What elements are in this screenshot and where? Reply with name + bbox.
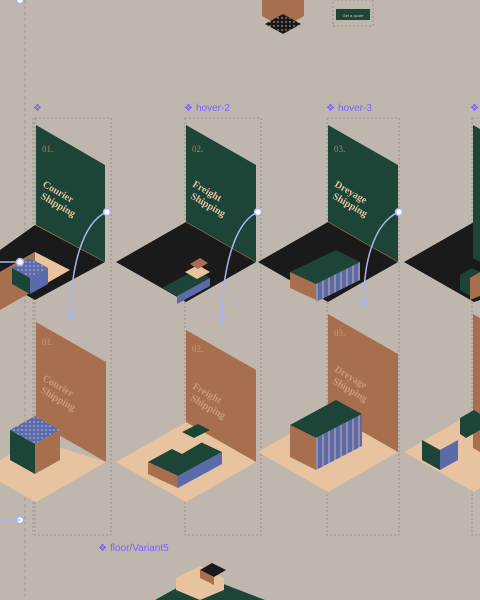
hover-1-number: 01. <box>42 144 53 154</box>
floor-variant5-label[interactable]: ❖floor/Variant5 <box>98 543 169 554</box>
hover-4-board[interactable] <box>473 125 480 262</box>
hover-2-board[interactable] <box>185 125 257 263</box>
default-3-number: 03. <box>334 328 345 338</box>
prototype-connector-nodes[interactable] <box>15 0 404 525</box>
hover-3-number: 03. <box>334 144 345 154</box>
hover-1-board[interactable] <box>35 125 106 263</box>
top-button-preview[interactable] <box>332 0 374 27</box>
hover-4-frame-label[interactable]: ❖ <box>470 103 480 114</box>
hover-3-container <box>290 250 360 302</box>
hover-4-frame[interactable] <box>471 117 480 536</box>
prototype-arrowheads <box>66 298 369 326</box>
hover-2-number: 02. <box>192 144 203 154</box>
prototype-connector-icon[interactable] <box>0 211 400 323</box>
default-1-box <box>10 416 60 474</box>
top-button-label[interactable]: Get a quote <box>343 13 365 18</box>
floor-variant5-preview[interactable] <box>155 563 265 600</box>
component-diamond-icon: ❖ <box>98 543 107 554</box>
hover-1-frame-label[interactable]: ❖ <box>33 103 45 114</box>
default-3-container <box>290 400 362 470</box>
hover-3-frame[interactable] <box>326 117 400 536</box>
hover-1-frame[interactable] <box>34 117 112 536</box>
default-4-boxes <box>422 410 480 470</box>
component-diamond-icon: ❖ <box>33 103 42 114</box>
default-1-number: 01. <box>42 337 53 347</box>
component-diamond-icon: ❖ <box>184 103 193 114</box>
top-floor-tile[interactable] <box>262 0 304 34</box>
hover-2-frame-label[interactable]: ❖hover-2 <box>184 103 230 114</box>
hover-4-boxes <box>460 268 480 300</box>
hover-3-frame-label[interactable]: ❖hover-3 <box>326 103 372 114</box>
default-2-number: 02. <box>192 344 203 354</box>
default-2-train <box>148 424 222 488</box>
component-diamond-icon: ❖ <box>470 103 479 114</box>
hover-2-train <box>162 258 210 304</box>
component-diamond-icon: ❖ <box>326 103 335 114</box>
hover-2-frame[interactable] <box>184 117 262 536</box>
